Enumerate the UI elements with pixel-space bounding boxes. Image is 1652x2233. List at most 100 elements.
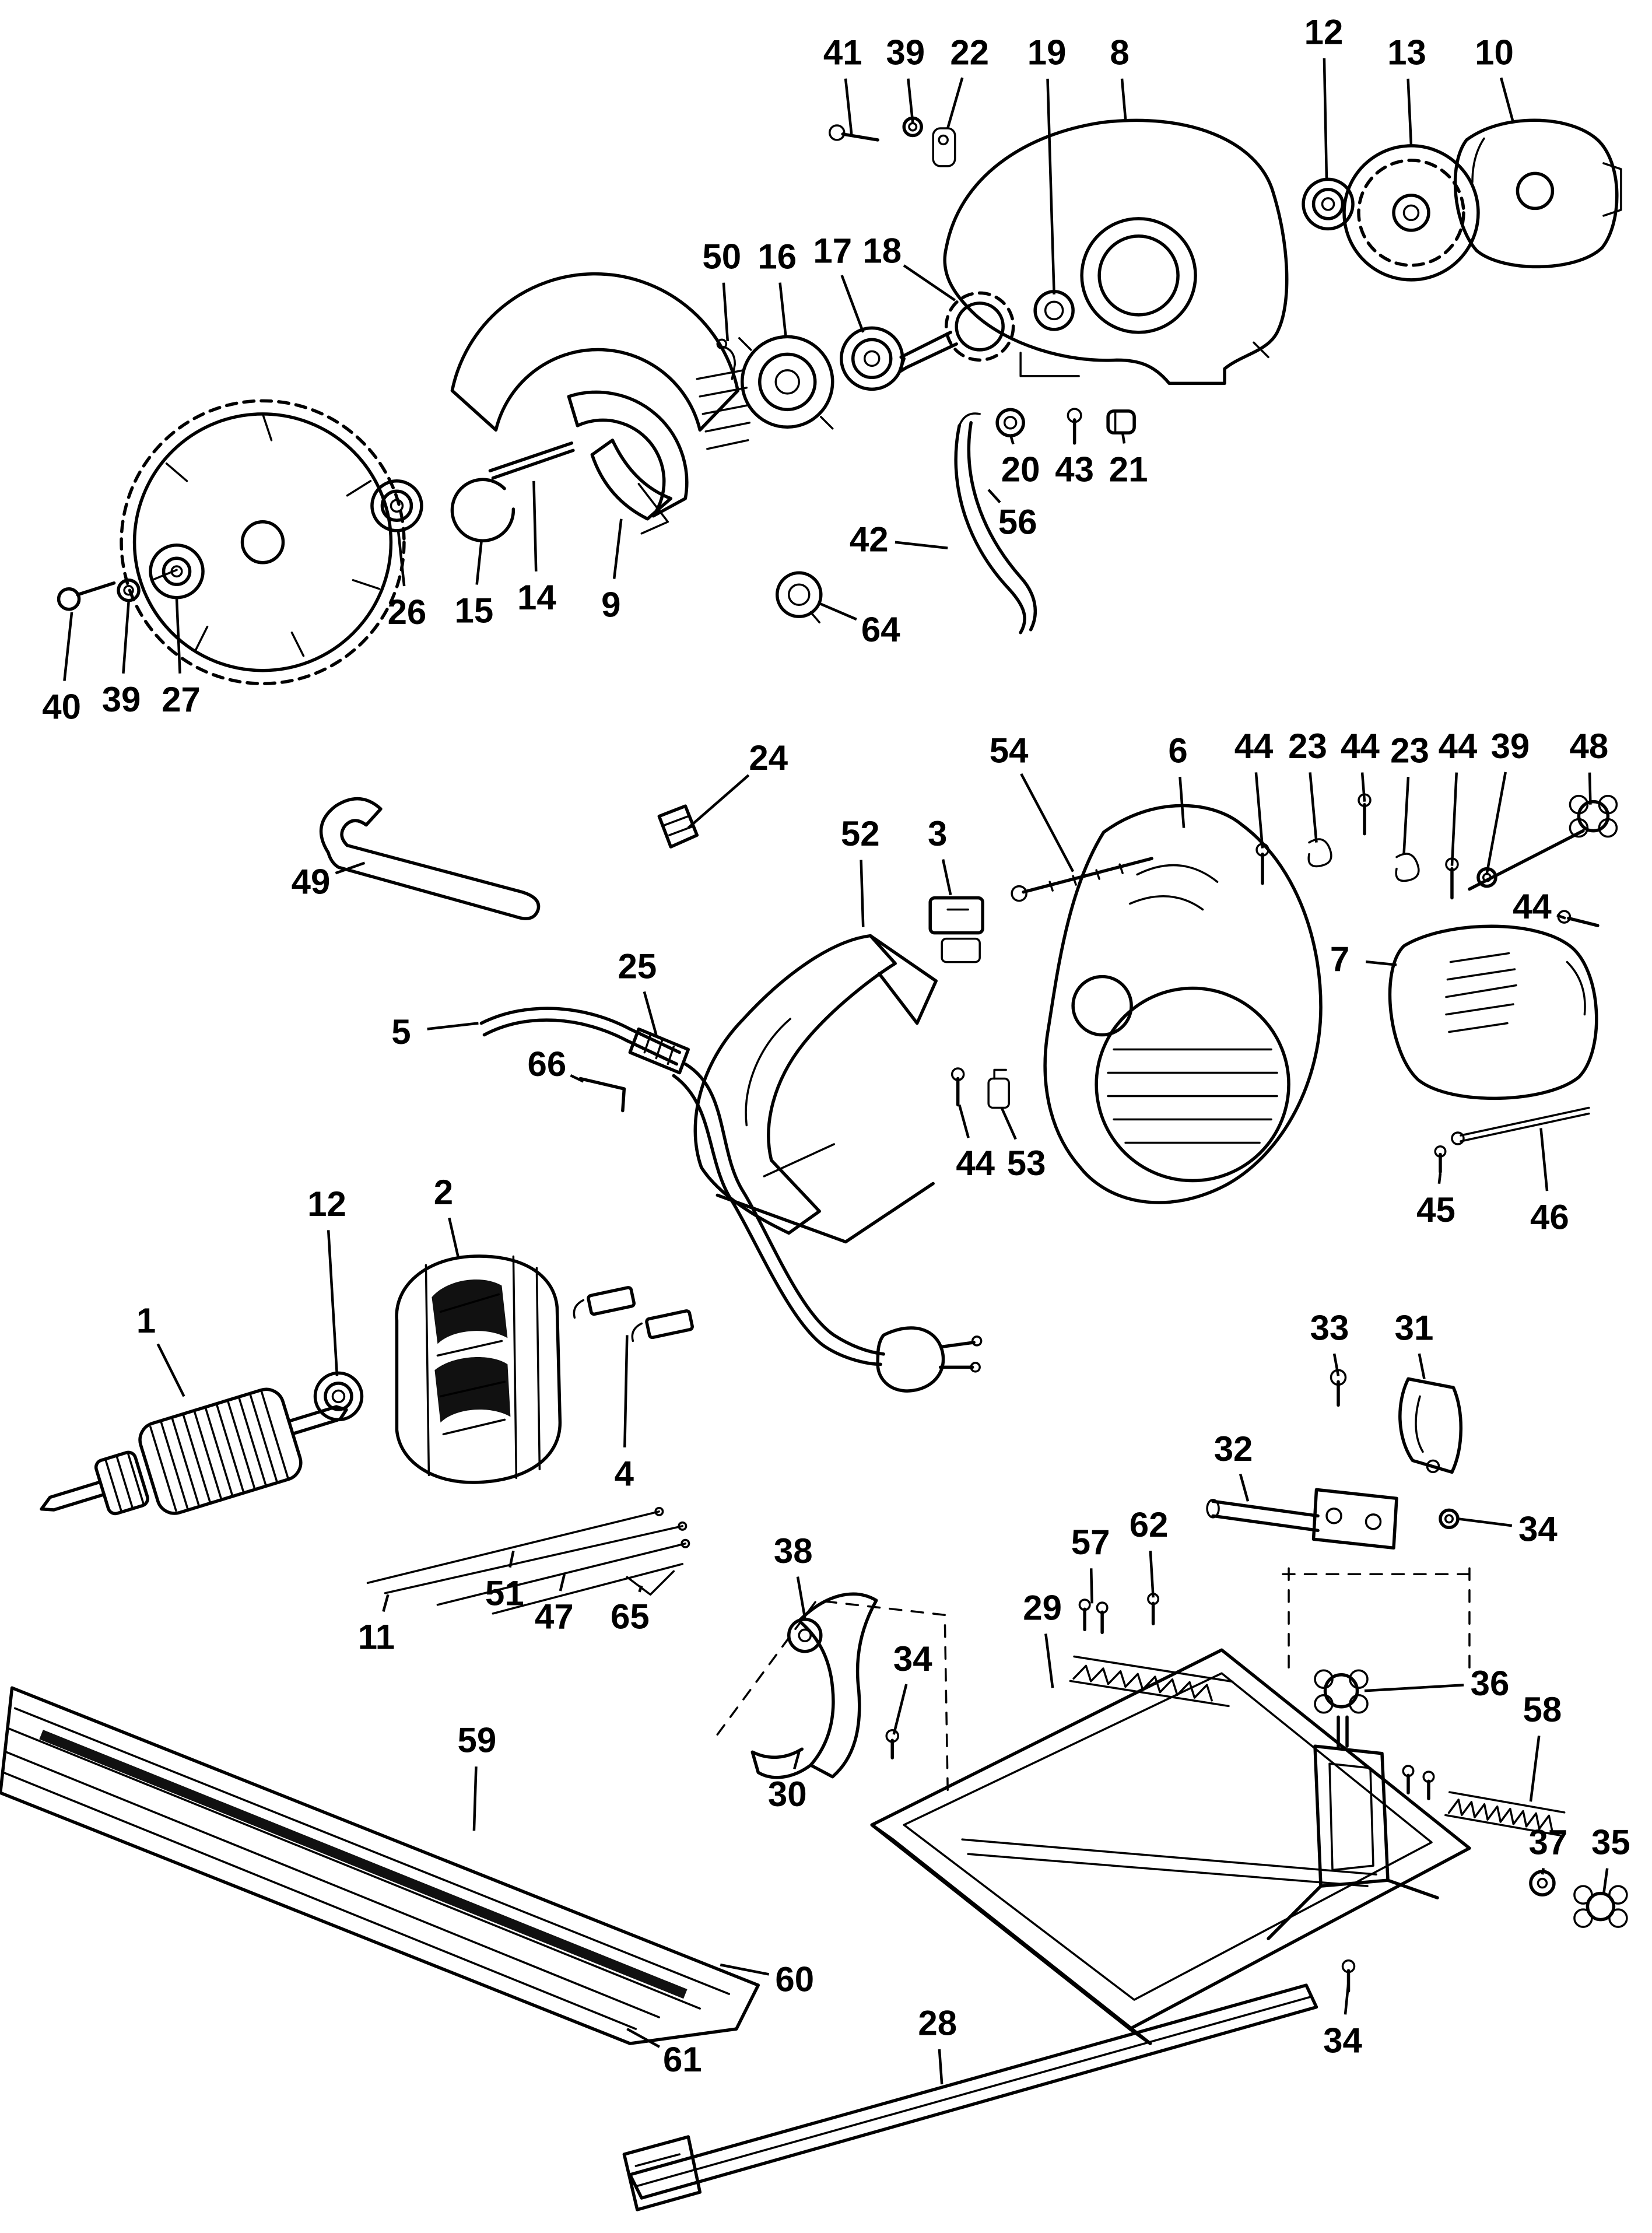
plug — [876, 1326, 983, 1393]
depth-adjust-knob — [1314, 1669, 1369, 1748]
part-callout-39: 39 — [886, 33, 925, 72]
leader-line-38 — [796, 1576, 806, 1618]
pin — [488, 441, 575, 480]
clip-22 — [932, 127, 956, 167]
screw-46 — [1451, 1106, 1590, 1145]
washer-37 — [1529, 1870, 1556, 1897]
leader-line-56 — [987, 489, 1001, 503]
part-callout-53: 53 — [1007, 1144, 1046, 1183]
brush-clip-23a — [1307, 838, 1332, 868]
part-callout-13: 13 — [1387, 33, 1426, 72]
armature — [40, 1387, 348, 1516]
leader-line-57 — [1089, 1568, 1093, 1604]
handle-half — [693, 934, 938, 1244]
part-callout-34: 34 — [1323, 2021, 1362, 2060]
part-callout-65: 65 — [611, 1597, 650, 1636]
part-callout-5: 5 — [391, 1012, 411, 1051]
part-callout-9: 9 — [601, 586, 620, 625]
part-callout-35: 35 — [1591, 1823, 1630, 1862]
part-callout-42: 42 — [850, 520, 889, 559]
leader-line-12 — [327, 1230, 339, 1376]
part-callout-32: 32 — [1214, 1429, 1253, 1468]
leader-line-18 — [903, 264, 956, 302]
spring-clip — [716, 338, 736, 380]
leader-line-44 — [1360, 772, 1366, 802]
part-callout-52: 52 — [841, 814, 880, 853]
base-plate — [870, 1648, 1471, 2045]
leader-line-30 — [793, 1751, 801, 1769]
part-callout-28: 28 — [918, 2004, 957, 2043]
leader-line-4 — [623, 1335, 629, 1447]
part-callout-45: 45 — [1416, 1190, 1455, 1229]
leader-line-21 — [1121, 432, 1126, 444]
leader-line-40 — [63, 612, 73, 681]
part-callout-36: 36 — [1471, 1664, 1510, 1703]
guard-lever — [750, 1592, 878, 1779]
leader-line-51 — [508, 1550, 515, 1568]
part-callout-34: 34 — [1518, 1509, 1558, 1548]
leader-line-14 — [532, 481, 538, 572]
leader-line-23 — [1309, 772, 1318, 843]
part-callout-17: 17 — [813, 231, 852, 270]
rip-fence — [622, 1983, 1318, 2211]
leader-line-35 — [1602, 1868, 1609, 1895]
spindle-bearing — [839, 326, 904, 391]
part-callout-49: 49 — [292, 863, 331, 902]
part-callout-16: 16 — [757, 237, 797, 276]
part-callout-27: 27 — [162, 680, 201, 719]
inner-flange-washers — [370, 479, 423, 532]
guide-rail — [0, 1686, 760, 2045]
blade-flange — [738, 335, 834, 430]
part-callout-44: 44 — [1234, 727, 1274, 766]
part-callout-10: 10 — [1475, 33, 1514, 72]
leader-line-28 — [938, 2049, 944, 2085]
field-cover — [1388, 924, 1598, 1100]
screw-62 — [1147, 1593, 1160, 1626]
leader-line-19 — [1046, 78, 1055, 295]
part-callout-47: 47 — [535, 1597, 574, 1636]
leader-line-3 — [941, 859, 952, 896]
part-callout-14: 14 — [517, 578, 556, 617]
leader-line-20 — [1009, 434, 1015, 445]
part-callout-39: 39 — [1491, 727, 1530, 766]
field-coil — [395, 1254, 562, 1484]
leader-line-33 — [1332, 1353, 1340, 1376]
felt-washer — [776, 571, 823, 623]
part-callout-50: 50 — [702, 237, 741, 276]
upper-bearing — [1033, 290, 1075, 331]
part-callout-23: 23 — [1390, 731, 1429, 770]
part-callout-6: 6 — [1168, 731, 1187, 770]
blade-bolt — [57, 581, 116, 611]
leader-line-41 — [844, 78, 853, 135]
part-callout-39: 39 — [102, 680, 141, 719]
part-callout-34: 34 — [893, 1639, 932, 1678]
diagram-artwork — [0, 116, 1628, 2211]
leader-line-26 — [397, 530, 406, 587]
part-callout-66: 66 — [528, 1044, 567, 1084]
leader-line-31 — [1418, 1353, 1426, 1379]
part-callout-44: 44 — [1341, 727, 1380, 766]
leader-line-13 — [1407, 78, 1413, 146]
part-callout-21: 21 — [1109, 450, 1148, 489]
construction-dashes-right — [1282, 1567, 1476, 1675]
leader-line-9 — [612, 518, 623, 579]
power-cord — [479, 1007, 885, 1366]
wing-knob-35 — [1573, 1885, 1628, 1928]
sleeve-21 — [1106, 409, 1136, 435]
leader-line-54 — [1020, 773, 1075, 872]
outer-flange — [149, 544, 205, 600]
part-callout-40: 40 — [42, 688, 81, 727]
leader-line-39 — [122, 602, 130, 674]
leader-line-16 — [778, 282, 788, 339]
part-callout-62: 62 — [1130, 1505, 1169, 1544]
part-callout-54: 54 — [990, 731, 1029, 770]
part-callout-2: 2 — [434, 1173, 453, 1212]
leader-line-47 — [559, 1573, 566, 1592]
part-callout-8: 8 — [1110, 33, 1129, 72]
part-callout-11: 11 — [358, 1617, 395, 1656]
part-callout-1: 1 — [136, 1301, 156, 1340]
part-callout-30: 30 — [768, 1775, 807, 1814]
leader-line-39 — [907, 78, 914, 123]
leader-line-17 — [840, 275, 865, 333]
